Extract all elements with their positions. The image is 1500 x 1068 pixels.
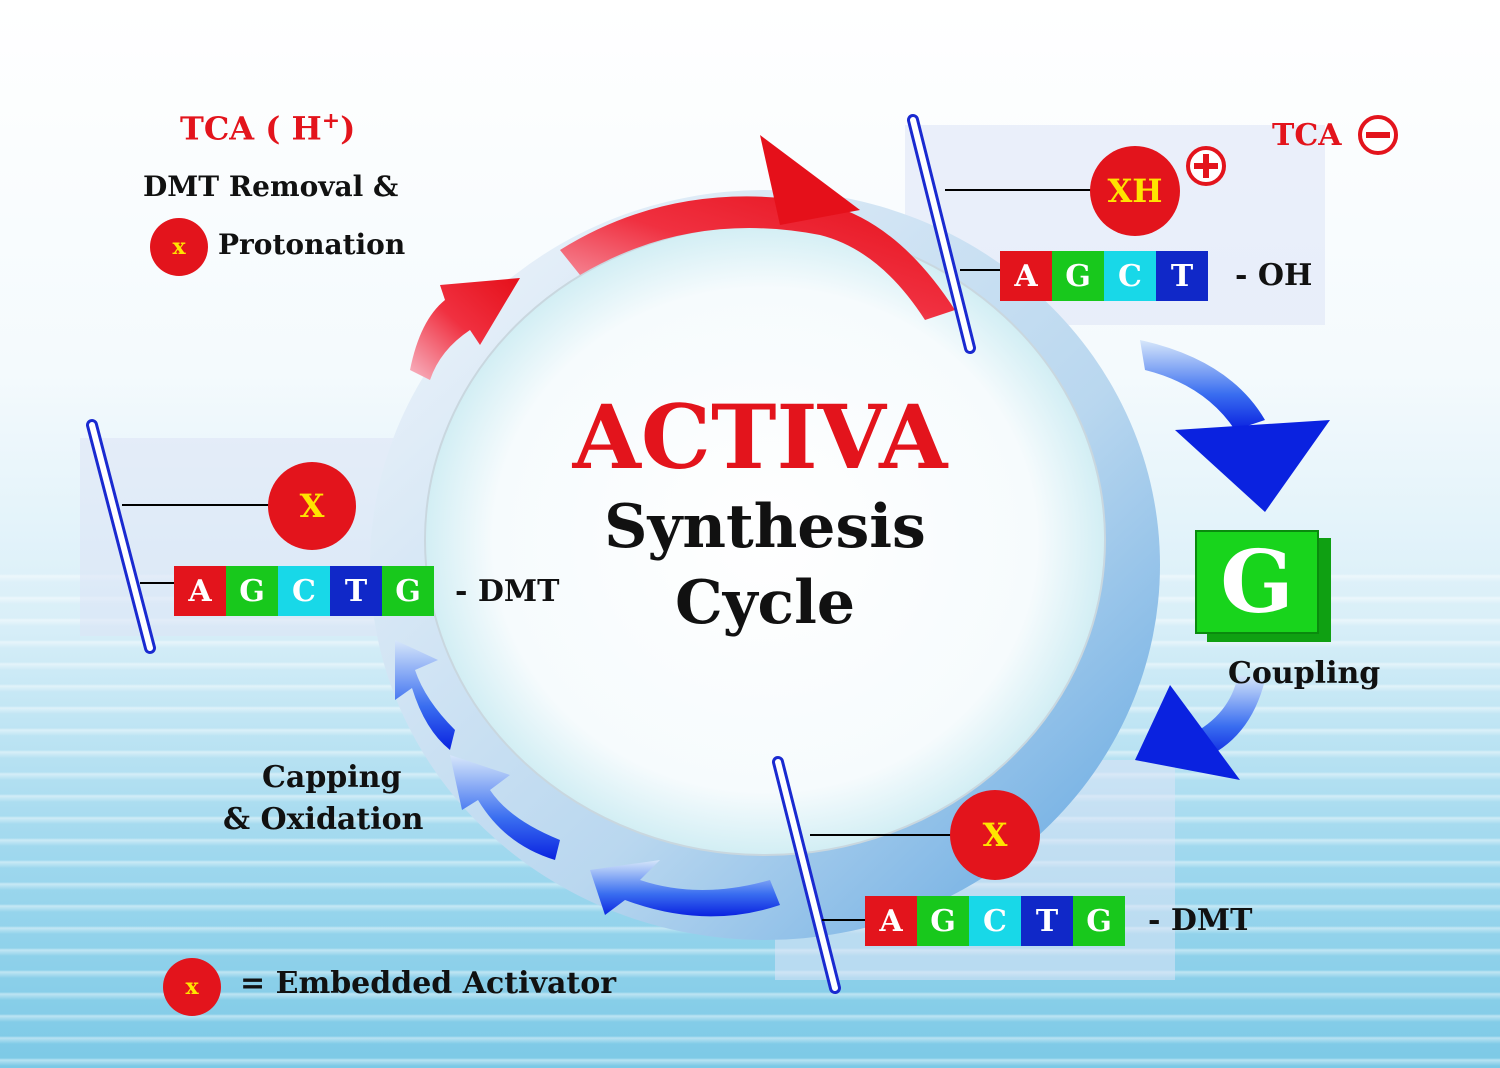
coupling-label: Coupling xyxy=(1228,656,1381,691)
bottom-strand-suffix: - DMT xyxy=(1148,903,1253,938)
tca-minus-label: TCA xyxy=(1272,118,1342,153)
legend-text: = Embedded Activator xyxy=(240,966,617,1001)
plus-icon xyxy=(1186,146,1226,186)
red-arc-arrow-2 xyxy=(560,196,955,320)
left-strand: A G C T G xyxy=(174,566,434,616)
base-g: G xyxy=(226,566,278,616)
blue-chevron-3 xyxy=(395,640,455,750)
legend-activator-badge: x xyxy=(163,958,221,1016)
deprotection-activator-badge: x xyxy=(150,218,208,276)
title-main: ACTIVA xyxy=(572,385,948,489)
top-strand: A G C T xyxy=(1000,251,1208,301)
bottom-strand: A G C T G xyxy=(865,896,1125,946)
protonation-label: Protonation xyxy=(218,228,406,261)
base-g: G xyxy=(1052,251,1104,301)
oxidation-label: & Oxidation xyxy=(223,802,424,837)
title-line2: Synthesis xyxy=(604,492,926,562)
bottom-support-rod xyxy=(772,756,955,994)
base-t: T xyxy=(330,566,382,616)
base-c: C xyxy=(969,896,1021,946)
blue-arrowhead-right-bottom xyxy=(1135,685,1240,780)
blue-chevron-1 xyxy=(590,860,780,917)
blue-arrowhead-right-top xyxy=(1175,420,1330,512)
top-xh-badge: XH xyxy=(1090,146,1180,236)
base-g: G xyxy=(382,566,434,616)
top-support-rod xyxy=(907,114,1095,354)
left-x-badge: X xyxy=(268,462,356,550)
blue-chevron-2 xyxy=(450,755,560,860)
base-g: G xyxy=(1073,896,1125,946)
tca-h-close: ) xyxy=(340,109,356,148)
red-arc-arrow-1 xyxy=(410,278,520,380)
coupling-monomer-g: G xyxy=(1195,530,1319,634)
dmt-removal-label: DMT Removal & xyxy=(143,170,399,203)
base-g: G xyxy=(917,896,969,946)
base-a: A xyxy=(174,566,226,616)
base-t: T xyxy=(1021,896,1073,946)
title-line3: Cycle xyxy=(674,568,856,638)
bottom-x-badge: X xyxy=(950,790,1040,880)
left-support-rod xyxy=(86,419,270,654)
base-a: A xyxy=(1000,251,1052,301)
blue-arrow-right-top xyxy=(1140,340,1265,430)
base-c: C xyxy=(1104,251,1156,301)
base-c: C xyxy=(278,566,330,616)
tca-h-text: TCA ( H xyxy=(180,109,322,148)
base-t: T xyxy=(1156,251,1208,301)
red-arrowhead xyxy=(760,135,860,225)
minus-icon xyxy=(1358,115,1398,155)
base-a: A xyxy=(865,896,917,946)
tca-h-label: TCA ( H+) xyxy=(180,108,355,148)
top-strand-suffix: - OH xyxy=(1235,258,1313,293)
left-strand-suffix: - DMT xyxy=(455,574,560,609)
tca-h-sup: + xyxy=(321,108,341,134)
capping-label: Capping xyxy=(262,760,402,795)
